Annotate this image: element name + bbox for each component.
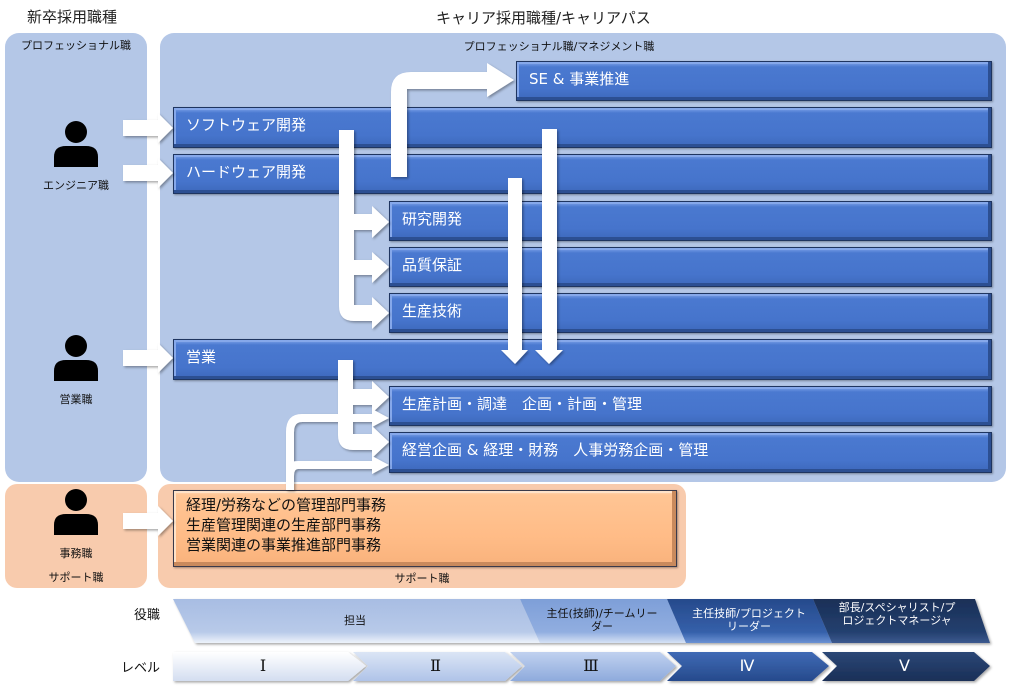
- position-manager-label: 部長/スペシャリスト/プロジェクトマネージャ: [838, 601, 956, 627]
- bar-quality: 品質保証: [389, 247, 992, 287]
- bar-corporate-planning: 経営企画 & 経理・財務 人事労務企画・管理: [389, 432, 992, 473]
- clerical-role-label: 事務職: [59, 547, 93, 560]
- level-2-label: Ⅱ: [430, 656, 441, 675]
- bar-rnd: 研究開発: [389, 201, 992, 241]
- new-grad-title: 新卒採用職種: [27, 8, 118, 26]
- position-ribbon-senior-chief: [667, 599, 832, 643]
- position-ribbon-chief: [520, 599, 686, 643]
- bar-se-business: SE & 事業推進: [516, 61, 992, 101]
- arrow-sales-branch: [338, 360, 389, 458]
- level-4-label: Ⅳ: [739, 656, 755, 675]
- new-grad-professional-panel: [5, 33, 147, 482]
- support-line: 経理/労務などの管理部門事務: [186, 496, 387, 514]
- left-professional-label: プロフェッショナル職: [21, 39, 131, 52]
- support-line: 生産管理関連の生産部門事務: [186, 516, 382, 534]
- support-line: 営業関連の事業推進部門事務: [186, 536, 382, 554]
- bar-production-engineering: 生産技術: [389, 293, 992, 333]
- position-chief-label: 主任(技師)/チームリーダー: [546, 607, 658, 633]
- sales-role-label: 営業職: [59, 393, 93, 406]
- position-row-label: 役職: [133, 608, 160, 623]
- level-row-label: レベル: [120, 661, 160, 676]
- arrow-hardware-to-se: [391, 63, 514, 177]
- position-ribbon-manager: [813, 599, 990, 643]
- level-1-label: Ⅰ: [259, 656, 267, 675]
- support-roles-box: 経理/労務などの管理部門事務 生産管理関連の生産部門事務 営業関連の事業推進部門…: [173, 490, 677, 567]
- level-chevron-4: [667, 652, 829, 681]
- arrow-support-to-corporate: [286, 456, 389, 490]
- left-support-label: サポート職: [48, 571, 104, 584]
- level-chevron-1: [173, 652, 366, 681]
- position-senior-chief-label: 主任技師/プロジェクトリーダー: [692, 607, 806, 633]
- person-icon: [54, 335, 98, 381]
- level-chevron-5: [822, 652, 990, 681]
- bar-hardware: ハードウェア開発: [173, 154, 992, 194]
- bar-sales: 営業: [173, 339, 992, 380]
- level-chevron-3: [510, 652, 676, 681]
- bar-production-planning: 生産計画・調達 企画・計画・管理: [389, 386, 992, 426]
- bar-software: ソフトウェア開発: [173, 107, 992, 148]
- arrow-engineer-to-software: [123, 113, 173, 143]
- position-staff-label: 担当: [344, 614, 366, 627]
- level-chevron-2: [353, 652, 522, 681]
- arrow-engineer-to-hardware: [123, 158, 173, 188]
- career-title: キャリア採用職種/キャリアパス: [436, 9, 651, 27]
- main-support-label: サポート職: [394, 572, 450, 585]
- person-icon: [54, 121, 98, 167]
- main-professional-label: プロフェッショナル職/マネジメント職: [463, 40, 655, 53]
- position-ribbon-staff: [173, 599, 540, 643]
- level-3-label: Ⅲ: [583, 656, 599, 675]
- arrow-clerical-to-support: [123, 506, 173, 536]
- arrow-support-to-planning: [286, 409, 389, 490]
- arrow-sales-to-sales: [123, 343, 173, 373]
- engineer-role-label: エンジニア職: [43, 179, 109, 192]
- person-icon: [54, 489, 98, 535]
- arrow-down-to-sales-1: [501, 178, 528, 364]
- arrow-software-branch: [339, 130, 389, 329]
- level-5-label: Ⅴ: [899, 656, 910, 675]
- arrow-down-to-sales-2: [535, 129, 563, 364]
